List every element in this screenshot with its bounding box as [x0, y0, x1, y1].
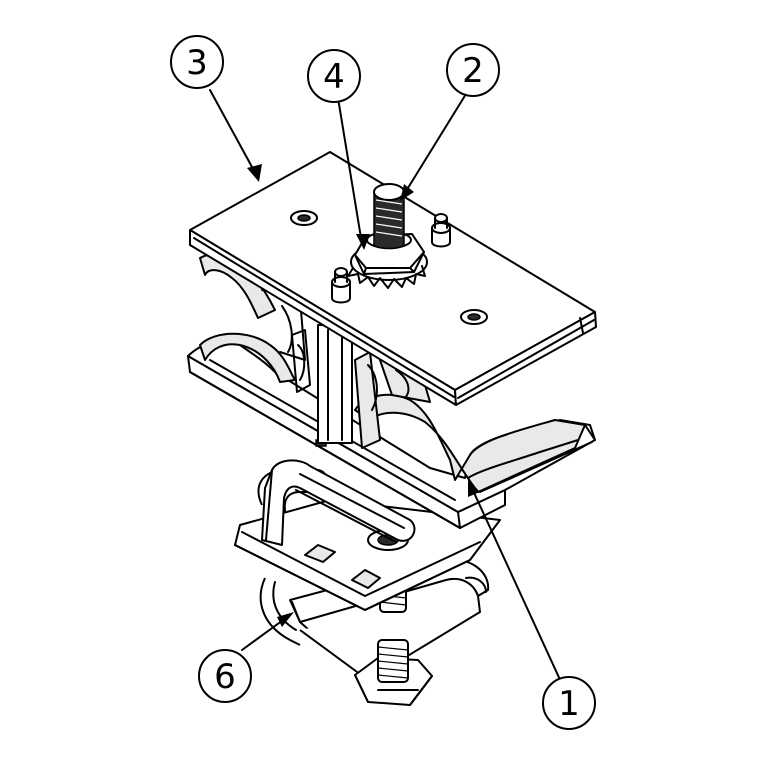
callout-balloon-2: 2 [446, 43, 500, 97]
leader-3 [209, 89, 259, 179]
saddle-clamp-part [234, 459, 501, 706]
callout-label-3: 3 [186, 43, 208, 83]
callout-label-1: 1 [558, 684, 580, 724]
leader-1 [469, 483, 563, 685]
lower-clamp-half-part [187, 329, 596, 529]
threaded-stud-part [373, 183, 405, 250]
leader-4 [337, 97, 363, 245]
callout-leaders [209, 89, 563, 685]
callout-balloon-1: 1 [542, 676, 596, 730]
callout-balloon-3: 3 [170, 35, 224, 89]
callout-balloon-4: 4 [307, 49, 361, 103]
callout-label-4: 4 [323, 57, 345, 97]
callout-balloon-6: 6 [198, 649, 252, 703]
callout-label-6: 6 [214, 657, 236, 697]
leader-2 [402, 93, 467, 197]
callout-label-2: 2 [462, 51, 484, 91]
